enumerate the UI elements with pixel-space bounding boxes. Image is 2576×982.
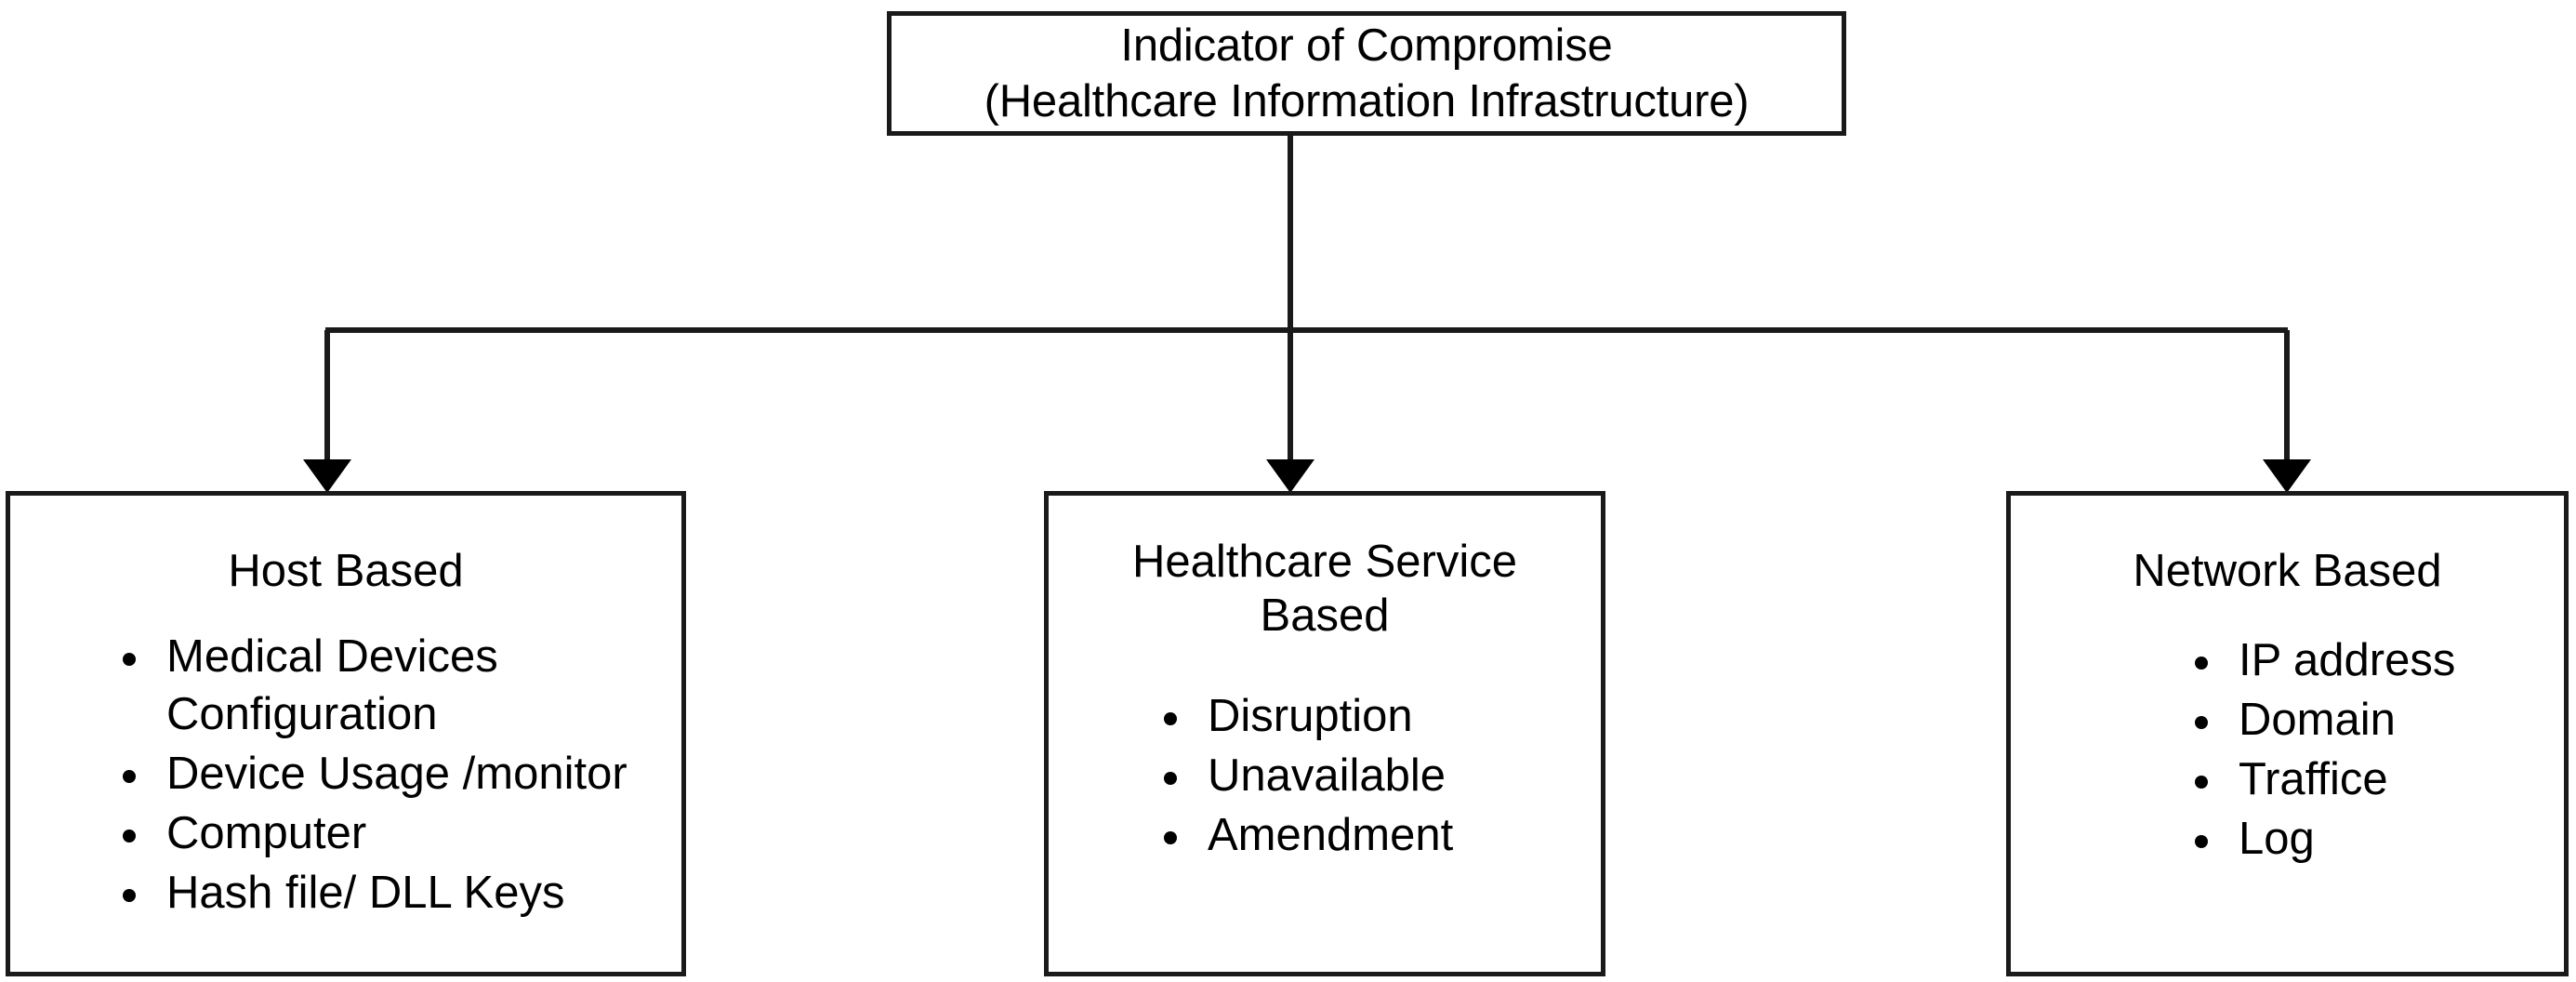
- node-network-based-title: Network Based: [2133, 546, 2442, 596]
- arrowhead-icon-host: [303, 459, 351, 493]
- node-host-based-list: Medical Devices Configuration Device Usa…: [10, 628, 681, 922]
- list-item: Log: [2187, 810, 2564, 868]
- arrowhead-icon-network: [2263, 459, 2311, 493]
- arrowhead-icon-service: [1266, 459, 1314, 493]
- connector-root-stem: [1288, 136, 1293, 330]
- node-healthcare-service-based-title-line-2: Based: [1260, 591, 1390, 641]
- connector-drop-host: [324, 330, 330, 474]
- node-indicator-of-compromise[interactable]: Indicator of Compromise (Healthcare Info…: [887, 11, 1846, 136]
- node-network-based-list: IP address Domain Traffice Log: [2011, 631, 2564, 868]
- root-title-line-1: Indicator of Compromise: [1120, 20, 1613, 71]
- node-healthcare-service-based-list: Disruption Unavailable Amendment: [1049, 687, 1601, 864]
- list-item: Domain: [2187, 691, 2564, 749]
- list-item: Traffice: [2187, 750, 2564, 808]
- node-host-based-title: Host Based: [228, 546, 464, 596]
- connector-drop-network: [2284, 330, 2290, 474]
- root-title-line-2: (Healthcare Information Infrastructure): [984, 76, 1750, 126]
- list-item: Hash file/ DLL Keys: [115, 864, 681, 922]
- connector-horizontal-bus: [325, 327, 2288, 333]
- node-healthcare-service-based-title-line-1: Healthcare Service: [1132, 537, 1517, 587]
- list-item: Amendment: [1156, 806, 1601, 864]
- list-item: Computer: [115, 804, 681, 862]
- node-network-based[interactable]: Network Based IP address Domain Traffice…: [2006, 491, 2569, 976]
- list-item: Device Usage /monitor: [115, 745, 681, 803]
- node-healthcare-service-based-title: Healthcare Service Based: [1049, 535, 1601, 643]
- list-item: Medical Devices Configuration: [115, 628, 681, 743]
- node-healthcare-service-based[interactable]: Healthcare Service Based Disruption Unav…: [1044, 491, 1605, 976]
- list-item: Disruption: [1156, 687, 1601, 745]
- list-item: Unavailable: [1156, 747, 1601, 804]
- list-item: IP address: [2187, 631, 2564, 689]
- connector-drop-service: [1288, 330, 1293, 474]
- node-host-based[interactable]: Host Based Medical Devices Configuration…: [6, 491, 686, 976]
